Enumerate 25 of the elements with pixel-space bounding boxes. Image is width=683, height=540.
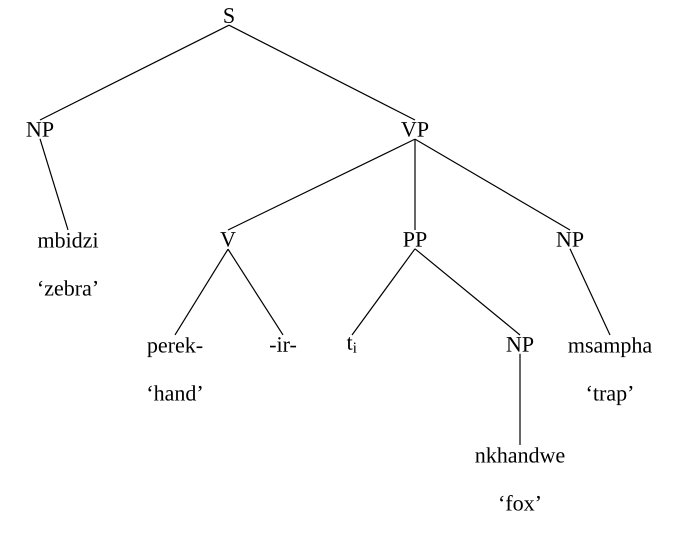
branch-line [519,354,521,445]
tree-node-label: msampha ‘trap’ [568,337,652,406]
branch-line [414,138,570,230]
branch-line [352,248,416,336]
branch-line [174,248,229,336]
tree-node-label: NP [556,232,584,247]
tree-node-label: -ir- [270,337,296,352]
branch-line [414,248,520,336]
branch-line [228,138,416,231]
tree-node-label: NP [26,122,54,137]
tree-node-label: perek- ‘hand’ [147,337,202,401]
tree-node-label: PP [403,232,426,247]
tree-node-label: S [224,8,234,23]
tree-node-label: V [220,232,236,247]
tree-node-label: VP [401,122,428,137]
tree-node-label: NP [506,337,534,352]
tree-node-label: mbidzi ‘zebra’ [38,232,98,296]
branch-line [39,138,69,230]
branch-line [569,248,611,336]
tree-node-label: nkhandwe ‘fox’ [475,447,564,511]
branch-line [228,24,416,121]
branch-line [414,139,416,230]
branch-line [228,248,284,336]
tree-node-label: t$_{i}$ [346,337,357,353]
branch-line [40,24,230,121]
